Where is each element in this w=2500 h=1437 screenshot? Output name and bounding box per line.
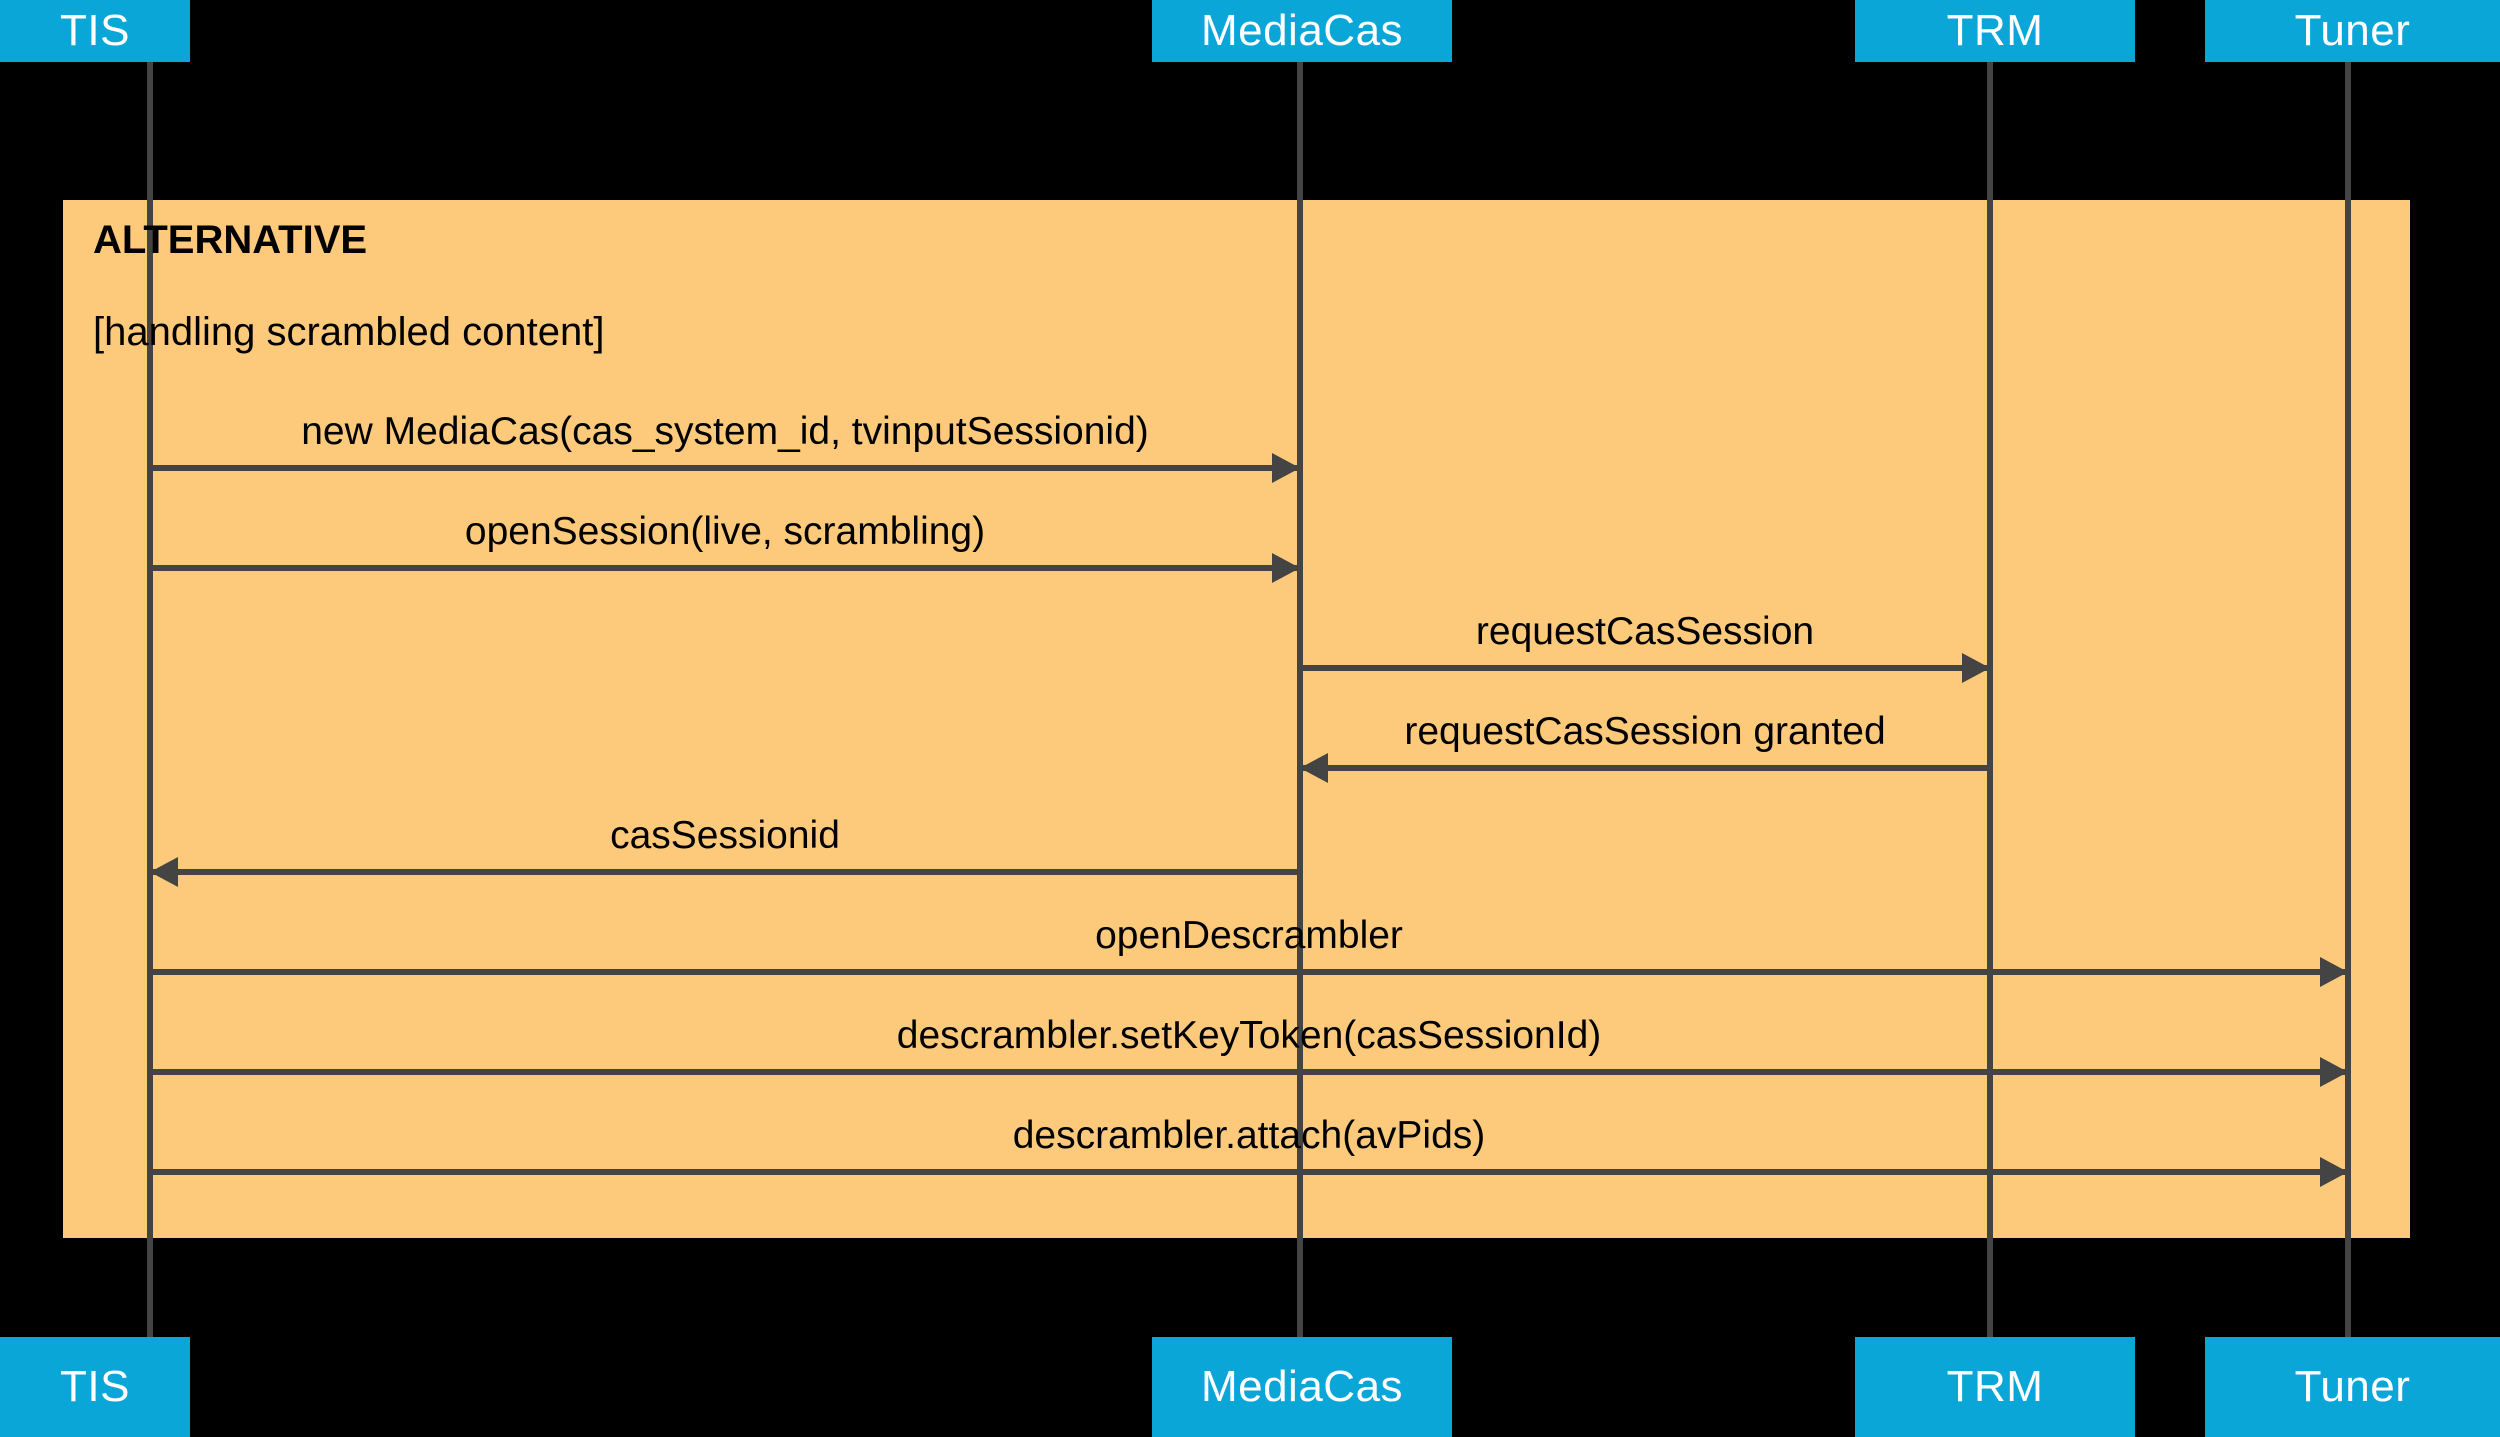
actor-header-tuner[interactable]: Tuner bbox=[2205, 0, 2500, 62]
actor-footer-tuner[interactable]: Tuner bbox=[2205, 1337, 2500, 1437]
message-line-8 bbox=[150, 1169, 2348, 1175]
actor-footer-trm[interactable]: TRM bbox=[1855, 1337, 2135, 1437]
message-label-5: casSessionid bbox=[610, 814, 840, 857]
actor-footer-tis[interactable]: TIS bbox=[0, 1337, 190, 1437]
message-arrowhead-4 bbox=[1300, 753, 1328, 783]
message-arrowhead-1 bbox=[1272, 453, 1300, 483]
lifeline-mediacas bbox=[1297, 62, 1303, 1337]
lifeline-tuner bbox=[2345, 62, 2351, 1337]
message-arrowhead-2 bbox=[1272, 553, 1300, 583]
actor-header-mediacas[interactable]: MediaCas bbox=[1152, 0, 1452, 62]
message-line-2 bbox=[150, 565, 1300, 571]
message-label-7: descrambler.setKeyToken(casSessionId) bbox=[896, 1014, 1602, 1057]
actor-header-trm[interactable]: TRM bbox=[1855, 0, 2135, 62]
message-label-3: requestCasSession bbox=[1475, 610, 1815, 653]
alt-fragment-frame bbox=[63, 200, 2410, 1238]
message-arrowhead-7 bbox=[2320, 1057, 2348, 1087]
lifeline-tis bbox=[147, 62, 153, 1337]
message-line-7 bbox=[150, 1069, 2348, 1075]
message-line-6 bbox=[150, 969, 2348, 975]
actor-footer-mediacas[interactable]: MediaCas bbox=[1152, 1337, 1452, 1437]
message-arrowhead-3 bbox=[1962, 653, 1990, 683]
message-line-1 bbox=[150, 465, 1300, 471]
message-arrowhead-8 bbox=[2320, 1157, 2348, 1187]
fragment-guard-condition: [handling scrambled content] bbox=[93, 310, 605, 354]
message-line-5 bbox=[150, 869, 1300, 875]
message-label-6: openDescrambler bbox=[1095, 914, 1403, 957]
message-label-2: openSession(live, scrambling) bbox=[464, 510, 986, 553]
message-arrowhead-6 bbox=[2320, 957, 2348, 987]
message-label-1: new MediaCas(cas_system_id, tvinputSessi… bbox=[301, 410, 1149, 453]
message-label-8: descrambler.attach(avPids) bbox=[1012, 1114, 1486, 1157]
lifeline-trm bbox=[1987, 62, 1993, 1337]
fragment-title: ALTERNATIVE bbox=[93, 218, 368, 262]
actor-header-tis[interactable]: TIS bbox=[0, 0, 190, 62]
message-line-3 bbox=[1300, 665, 1990, 671]
message-label-4: requestCasSession granted bbox=[1404, 710, 1886, 753]
message-line-4 bbox=[1300, 765, 1990, 771]
message-arrowhead-5 bbox=[150, 857, 178, 887]
